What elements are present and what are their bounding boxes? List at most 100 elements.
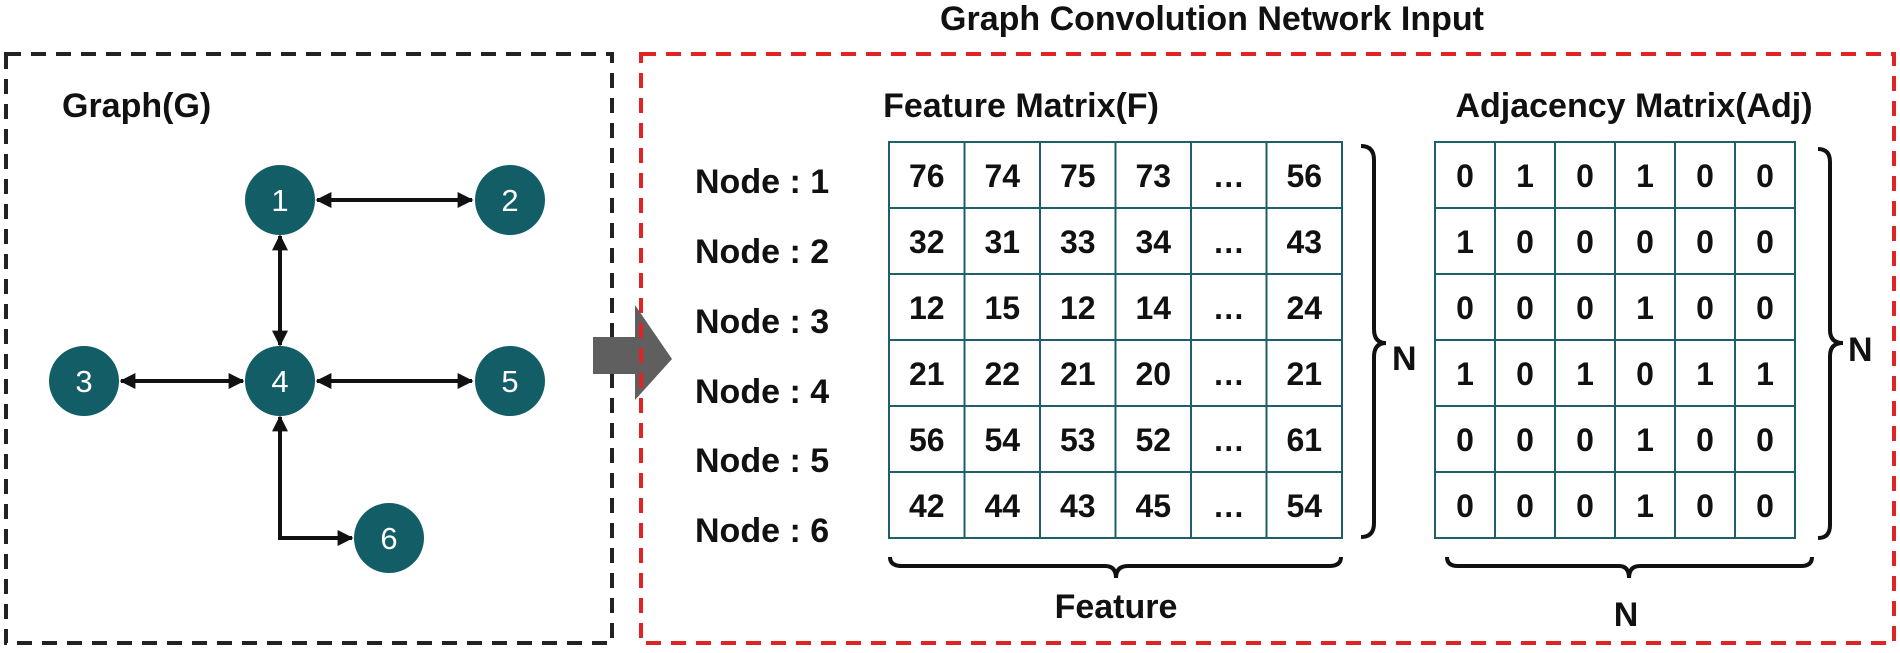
- feature-matrix-cell: 61: [1286, 422, 1322, 458]
- adjacency-rows-bracket: [1817, 147, 1844, 540]
- adjacency-matrix-cell: 1: [1636, 290, 1654, 326]
- feature-matrix-cell: 21: [1286, 356, 1322, 392]
- feature-matrix-cell: 54: [1286, 488, 1322, 524]
- adjacency-matrix-cell: 0: [1516, 422, 1534, 458]
- adjacency-matrix-cell: 0: [1516, 224, 1534, 260]
- node-label: 1: [271, 183, 288, 218]
- graph-edges: [119, 192, 474, 546]
- adjacency-matrix-cell: 0: [1636, 224, 1654, 260]
- graph-node-4: 4: [245, 346, 315, 416]
- feature-matrix-cell: 32: [909, 224, 945, 260]
- adjacency-matrix-cell: 0: [1696, 158, 1714, 194]
- adjacency-matrix-cell: 1: [1696, 356, 1714, 392]
- adjacency-matrix-cell: 1: [1576, 356, 1594, 392]
- adjacency-matrix-cell: 0: [1576, 422, 1594, 458]
- feature-columns-label: Feature: [1055, 588, 1178, 626]
- adjacency-matrix-cell: 0: [1516, 488, 1534, 524]
- adjacency-matrix-cell: 0: [1756, 158, 1774, 194]
- feature-columns-bracket: [888, 556, 1343, 579]
- feature-matrix-cell: …: [1213, 488, 1245, 524]
- feature-matrix-cell: …: [1213, 356, 1245, 392]
- feature-matrix-cell: …: [1213, 158, 1245, 194]
- feature-matrix-cell: …: [1213, 224, 1245, 260]
- graph-node-2: 2: [475, 165, 545, 235]
- feature-matrix-cell: 56: [909, 422, 945, 458]
- adjacency-matrix-cell: 0: [1756, 224, 1774, 260]
- adjacency-matrix-cell: 0: [1516, 356, 1534, 392]
- node-label: 6: [380, 521, 397, 556]
- adjacency-matrix-cell: 0: [1576, 488, 1594, 524]
- adjacency-matrix-cell: 0: [1756, 488, 1774, 524]
- adjacency-matrix-cell: 0: [1456, 422, 1474, 458]
- feature-rows-label: N: [1392, 340, 1417, 378]
- graph-node-1: 1: [245, 165, 315, 235]
- node-label: 5: [501, 364, 518, 399]
- feature-matrix-cell: 21: [1060, 356, 1096, 392]
- feature-matrix-cell: 34: [1135, 224, 1171, 260]
- feature-matrix-cell: …: [1213, 422, 1245, 458]
- feature-matrix-cell: 24: [1286, 290, 1322, 326]
- feature-matrix-cell: 43: [1060, 488, 1096, 524]
- node-row-labels: Node : 1 Node : 2 Node : 3 Node : 4 Node…: [695, 163, 829, 550]
- adjacency-matrix-cell: 1: [1456, 224, 1474, 260]
- feature-matrix-cell: 33: [1060, 224, 1096, 260]
- adjacency-matrix-cell: 0: [1756, 290, 1774, 326]
- row-label: Node : 4: [695, 373, 829, 411]
- graph-node-6: 6: [354, 503, 424, 573]
- feature-matrix-cell: 43: [1286, 224, 1322, 260]
- adjacency-matrix-cell: 1: [1636, 422, 1654, 458]
- feature-matrix-cell: 20: [1135, 356, 1171, 392]
- feature-matrix-cell: 74: [984, 158, 1020, 194]
- adjacency-columns-label: N: [1614, 596, 1639, 634]
- graph-nodes: 1 2 3 4 5 6: [49, 165, 545, 573]
- feature-matrix-cell: 12: [909, 290, 945, 326]
- adjacency-matrix-cell: 1: [1756, 356, 1774, 392]
- graph-node-3: 3: [49, 346, 119, 416]
- node-label: 4: [271, 364, 288, 399]
- feature-matrix-title: Feature Matrix(F): [883, 87, 1159, 125]
- adjacency-matrix-cell: 1: [1636, 488, 1654, 524]
- graph-node-5: 5: [475, 346, 545, 416]
- feature-matrix-cell: 75: [1060, 158, 1096, 194]
- adjacency-matrix-cell: 0: [1576, 224, 1594, 260]
- feature-matrix-cell: 54: [984, 422, 1020, 458]
- adjacency-matrix-cell: 0: [1576, 290, 1594, 326]
- adjacency-matrix-cell: 0: [1516, 290, 1534, 326]
- feature-matrix-cell: 14: [1135, 290, 1171, 326]
- adjacency-matrix-cell: 0: [1456, 488, 1474, 524]
- row-label: Node : 1: [695, 163, 829, 201]
- row-label: Node : 2: [695, 233, 829, 271]
- row-label: Node : 3: [695, 303, 829, 341]
- transform-arrow-icon: [593, 305, 672, 400]
- feature-matrix-cell: 31: [984, 224, 1020, 260]
- adjacency-rows-label: N: [1848, 331, 1873, 369]
- feature-matrix-cell: 12: [1060, 290, 1096, 326]
- feature-matrix-cell: …: [1213, 290, 1245, 326]
- feature-matrix-cell: 15: [984, 290, 1020, 326]
- adjacency-matrix-cell: 0: [1576, 158, 1594, 194]
- feature-matrix-cell: 22: [984, 356, 1020, 392]
- feature-matrix-cell: 73: [1135, 158, 1171, 194]
- adjacency-matrix-cell: 0: [1456, 290, 1474, 326]
- diagram-title: Graph Convolution Network Input: [940, 0, 1484, 38]
- adjacency-matrix-cell: 0: [1696, 488, 1714, 524]
- adjacency-matrix-title: Adjacency Matrix(Adj): [1455, 87, 1812, 125]
- adjacency-columns-bracket: [1445, 556, 1814, 579]
- edge-4-6: [272, 415, 354, 546]
- adjacency-matrix-cell: 0: [1696, 290, 1714, 326]
- graph-label: Graph(G): [62, 87, 211, 125]
- feature-matrix-cell: 42: [909, 488, 945, 524]
- node-label: 2: [501, 183, 518, 218]
- adjacency-matrix-cell: 0: [1696, 422, 1714, 458]
- row-label: Node : 5: [695, 442, 829, 480]
- node-label: 3: [75, 364, 92, 399]
- adjacency-matrix-cell: 1: [1636, 158, 1654, 194]
- feature-matrix-cell: 44: [984, 488, 1020, 524]
- feature-rows-bracket: [1360, 144, 1387, 539]
- adjacency-matrix-cell: 0: [1456, 158, 1474, 194]
- adjacency-matrix-cell: 0: [1756, 422, 1774, 458]
- adjacency-matrix-cell: 1: [1456, 356, 1474, 392]
